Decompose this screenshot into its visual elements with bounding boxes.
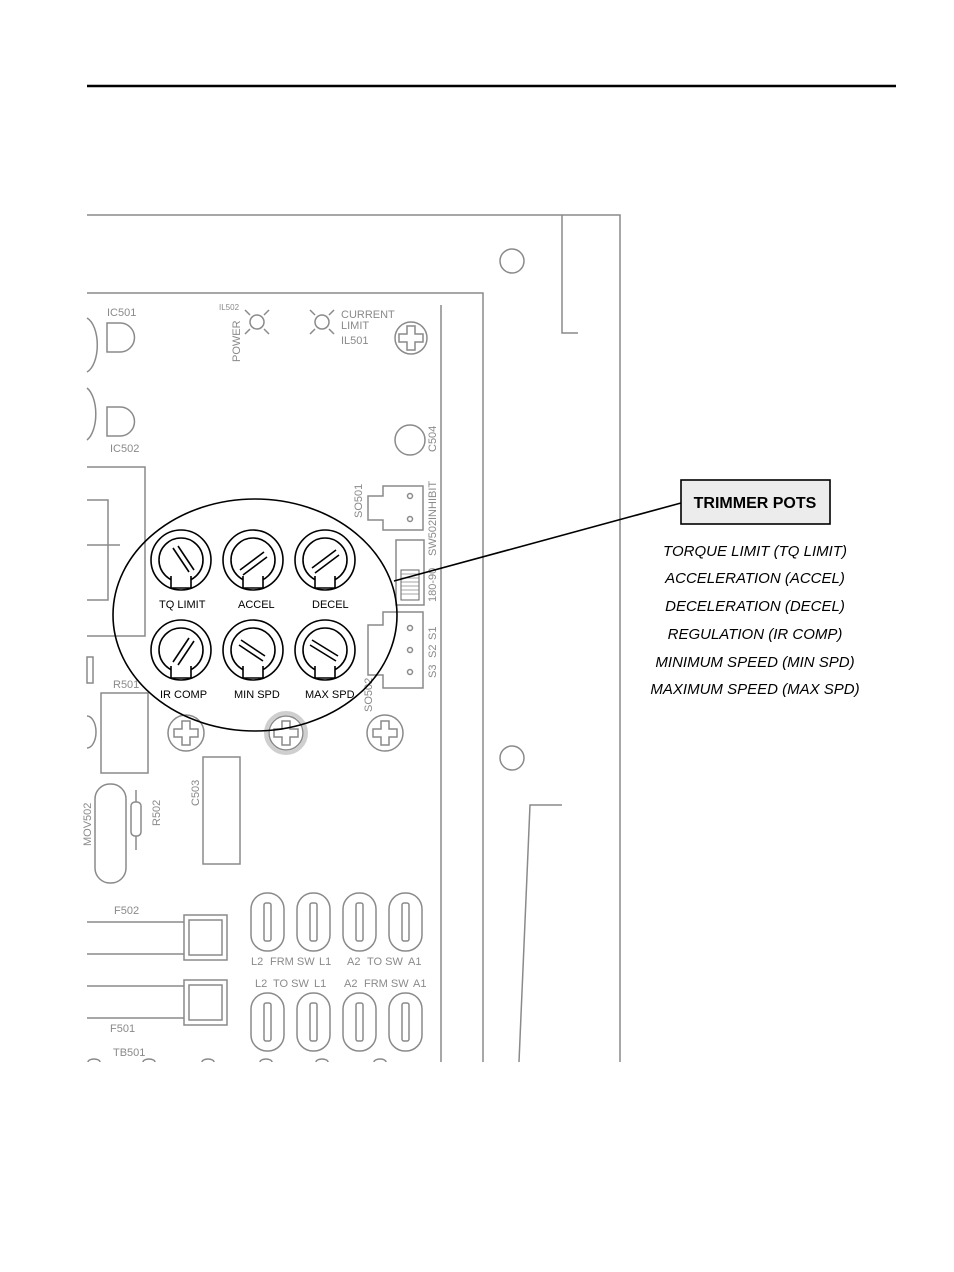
sw502-label: SW502: [427, 520, 439, 556]
s1-label: S1: [427, 627, 439, 640]
top-l1-label: L1: [319, 956, 331, 968]
r501-label: R501: [113, 679, 139, 691]
r502: R502: [130, 790, 163, 850]
decel-label: DECEL: [312, 599, 349, 611]
callout-legend: TORQUE LIMIT (TQ LIMIT) ACCELERATION (AC…: [650, 543, 859, 698]
bottom-a2-label: A2: [344, 978, 357, 990]
legend-item-accel: ACCELERATION (ACCEL): [664, 570, 845, 587]
bottom-l2-label: L2: [255, 978, 267, 990]
pot-max-spd: MAX SPD: [294, 619, 356, 701]
left-bracket: [86, 466, 146, 684]
mov502: MOV502: [82, 783, 127, 884]
min-spd-label: MIN SPD: [234, 689, 280, 701]
r501: R501: [86, 679, 149, 774]
inhibit-label: INHIBIT: [427, 481, 439, 520]
mounting-hole-bottom: [499, 745, 525, 771]
bottom-to-sw-label: TO SW: [273, 978, 309, 990]
c504: C504: [394, 424, 439, 456]
ic501-label: IC501: [107, 307, 136, 319]
tq-limit-label: TQ LIMIT: [159, 599, 206, 611]
screw-center-icon: [264, 711, 308, 755]
terminal-row-top: L2 FRM SW L1 A2 TO SW A1: [250, 892, 423, 968]
screw-right-icon: [366, 714, 404, 752]
il501-label: IL501: [341, 335, 369, 347]
f502-label: F502: [114, 905, 139, 917]
power-label: POWER: [231, 320, 243, 362]
callout-title: TRIMMER POTS: [694, 495, 817, 512]
board-outline: [87, 214, 621, 1063]
il502-label: IL502: [219, 303, 240, 312]
so502-label: SO502: [363, 678, 375, 712]
limit-label: LIMIT: [341, 320, 369, 332]
s2-label: S2: [427, 645, 439, 658]
legend-item-tq-limit: TORQUE LIMIT (TQ LIMIT): [663, 543, 847, 560]
tb501-label: TB501: [113, 1047, 145, 1059]
f501-fuse: F501 TB501: [87, 979, 228, 1059]
sw502-switch: SW502 180-90: [395, 520, 439, 606]
pot-decel: DECEL: [294, 529, 356, 611]
pot-tq-limit: TQ LIMIT: [150, 529, 212, 611]
pot-accel: ACCEL: [222, 529, 284, 611]
r502-label: R502: [151, 800, 163, 826]
trimmer-pots-highlight: [112, 498, 398, 732]
callout-box: TRIMMER POTS: [680, 479, 831, 525]
pot-ir-comp: IR COMP: [150, 619, 212, 701]
bottom-l1-label: L1: [314, 978, 326, 990]
pot-min-spd: MIN SPD: [222, 619, 284, 701]
screw-top-icon: [394, 321, 428, 355]
current-label: CURRENT: [341, 309, 395, 321]
bottom-a1-label: A1: [413, 978, 426, 990]
legend-item-max-spd: MAXIMUM SPEED (MAX SPD): [650, 681, 859, 698]
callout-leader-line: [393, 502, 682, 582]
terminal-row-bottom: L2 TO SW L1 A2 FRM SW A1: [250, 978, 426, 1052]
top-frm-sw-label: FRM SW: [270, 956, 315, 968]
power-led: IL502 POWER: [219, 303, 270, 362]
bottom-edge-arcs: [87, 1058, 387, 1063]
c503-label: C503: [190, 780, 202, 806]
ic501: IC501: [86, 307, 136, 373]
legend-item-min-spd: MINIMUM SPEED (MIN SPD): [655, 654, 854, 671]
f502-fuse: F502: [87, 905, 228, 961]
c504-label: C504: [427, 426, 439, 452]
current-limit-led: CURRENT LIMIT IL501: [309, 309, 395, 347]
so502-connector: S1 S2 S3 SO502: [363, 611, 439, 712]
top-a2-label: A2: [347, 956, 360, 968]
s3-label: S3: [427, 665, 439, 678]
top-to-sw-label: TO SW: [367, 956, 403, 968]
top-a1-label: A1: [408, 956, 421, 968]
screw-left-icon: [167, 714, 205, 752]
top-l2-label: L2: [251, 956, 263, 968]
bottom-frm-sw-label: FRM SW: [364, 978, 409, 990]
so501-connector: SO501 INHIBIT: [353, 481, 439, 531]
f501-label: F501: [110, 1023, 135, 1035]
legend-item-ir-comp: REGULATION (IR COMP): [668, 626, 843, 643]
c503: C503: [190, 756, 241, 865]
accel-label: ACCEL: [238, 599, 275, 611]
ic502-label: IC502: [110, 443, 139, 455]
mov502-label: MOV502: [82, 803, 94, 846]
legend-item-decel: DECELERATION (DECEL): [665, 598, 845, 615]
ir-comp-label: IR COMP: [160, 689, 207, 701]
mounting-hole-top: [499, 248, 525, 274]
ic502: IC502: [86, 387, 139, 455]
range-label: 180-90: [427, 568, 439, 602]
max-spd-label: MAX SPD: [305, 689, 355, 701]
so501-label: SO501: [353, 484, 365, 518]
